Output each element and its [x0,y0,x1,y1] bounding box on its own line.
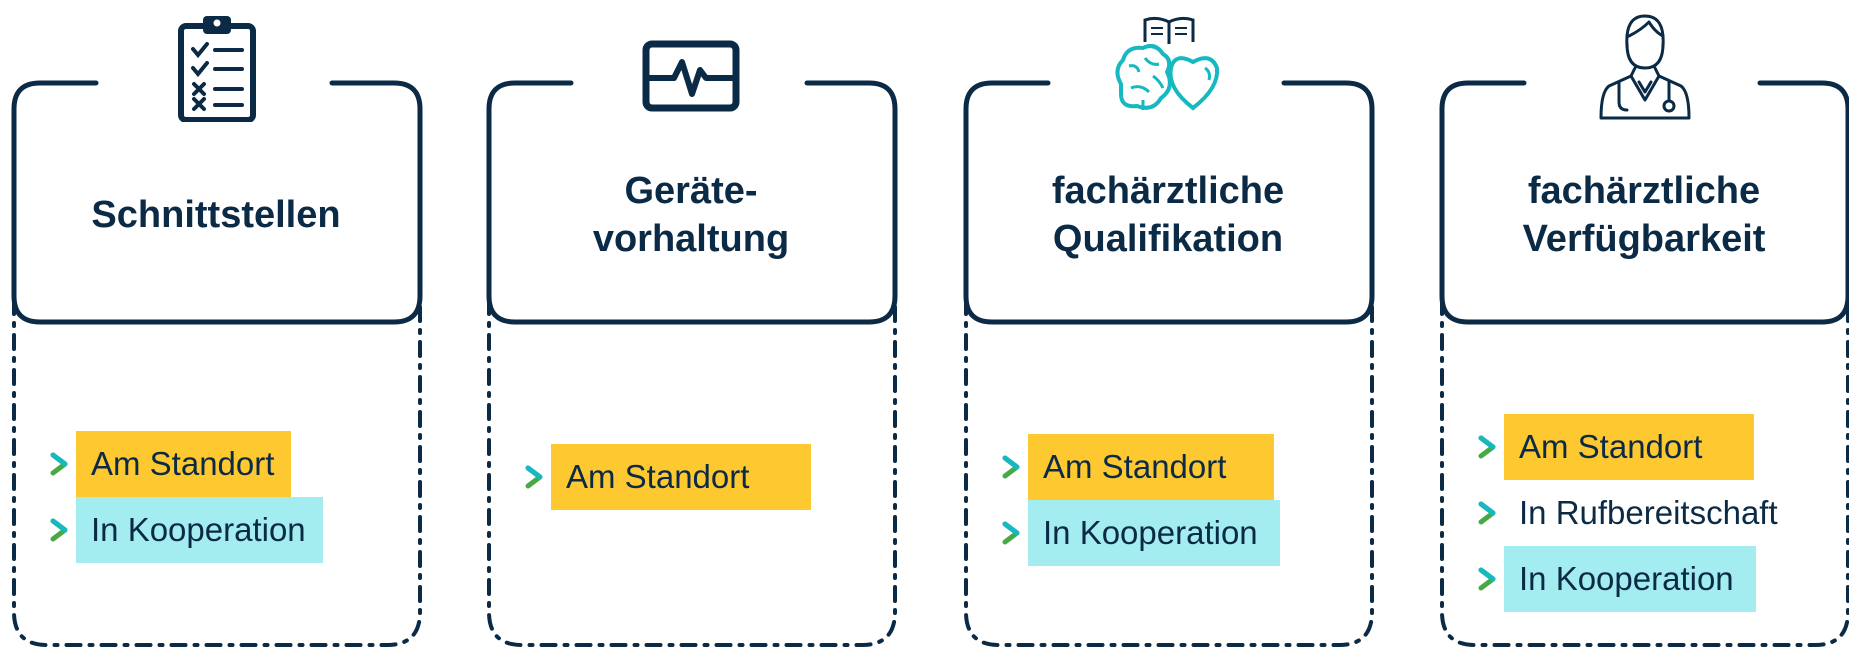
option-list: Am Standort In Kooperation [962,434,1376,566]
chevron-right-icon [1478,567,1496,591]
card-geraetevorhaltung: Geräte- vorhaltung Am Standort [485,0,899,652]
option-label: Am Standort [1504,414,1755,480]
option-list: Am Standort In Kooperation [10,431,424,563]
card-title: Geräte- vorhaltung [491,130,891,300]
card-frame [963,80,1375,647]
option-item: Am Standort [962,434,1376,500]
chevron-right-icon [50,518,68,542]
card-frame [486,80,898,647]
option-label: In Kooperation [76,497,323,563]
option-label: Am Standort [1028,434,1275,500]
card-title-line: vorhaltung [592,218,790,260]
option-label: Am Standort [76,431,292,497]
doctor-stethoscope-icon [1599,14,1691,120]
chevron-right-icon [525,465,543,489]
card-title-line: Verfügbarkeit [1522,218,1766,260]
option-label: Am Standort [551,444,812,510]
card-title-line: fachärztliche [1051,170,1285,212]
chevron-right-icon [50,452,68,476]
clipboard-checklist-icon [178,16,256,122]
card-title: fachärztliche Verfügbarkeit [1444,130,1844,300]
option-item: In Kooperation [1438,546,1849,612]
card-fachaerztliche-qualifikation: fachärztliche Qualifikation Am Standort … [962,0,1376,652]
card-title-line: fachärztliche [1527,170,1761,212]
option-list: Am Standort [485,444,899,510]
option-label: In Kooperation [1028,500,1280,566]
option-item: In Rufbereitschaft [1438,480,1849,546]
option-label: In Rufbereitschaft [1519,494,1778,531]
option-item: Am Standort [1438,414,1849,480]
chevron-right-icon [1002,455,1020,479]
chevron-right-icon [1478,435,1496,459]
card-title: fachärztliche Qualifikation [968,130,1368,300]
option-item: Am Standort [10,431,424,497]
card-title-line: Qualifikation [1052,218,1284,260]
option-item: Am Standort [485,444,899,510]
brain-book-heart-icon [1115,16,1220,111]
option-label: In Kooperation [1504,546,1756,612]
card-fachaerztliche-verfuegbarkeit: fachärztliche Verfügbarkeit Am Standort … [1438,0,1849,652]
option-list: Am Standort In Rufbereitschaft In Kooper… [1438,414,1849,612]
option-item: In Kooperation [962,500,1376,566]
option-item: In Kooperation [10,497,424,563]
card-title-line: Geräte- [624,170,758,212]
card-frame [1439,80,1849,647]
card-title-line: Schnittstellen [91,194,341,236]
card-title: Schnittstellen [16,130,416,300]
chevron-right-icon [1478,501,1496,525]
card-schnittstellen: Schnittstellen Am Standort In Kooperatio… [10,0,424,652]
heartbeat-monitor-icon [642,40,740,112]
chevron-right-icon [1002,521,1020,545]
card-frame [11,80,423,647]
